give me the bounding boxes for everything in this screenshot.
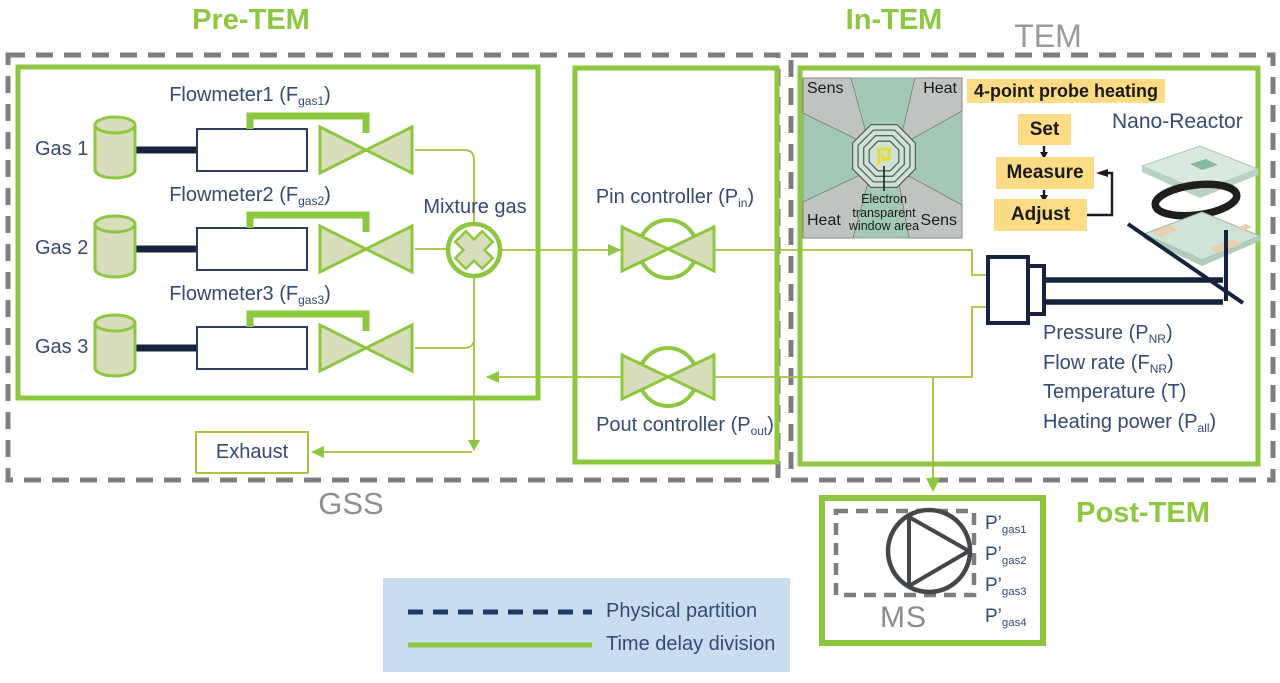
- tem-holder-icon: [986, 222, 1245, 325]
- legend-physical-partition: Physical partition: [606, 600, 758, 622]
- pre-tem-title: Pre-TEM: [192, 4, 310, 36]
- chip-sens-top-left: Sens: [807, 80, 844, 97]
- legend-panel: [383, 578, 790, 672]
- in-tem-title: In-TEM: [845, 4, 943, 36]
- tem-title: TEM: [1014, 18, 1082, 54]
- flowmeter3-label: Flowmeter3 (Fgas3): [169, 283, 331, 308]
- ms-output-gas1: P’gas1: [985, 513, 1027, 536]
- controller-box: [572, 65, 780, 465]
- gas2-label: Gas 2: [35, 237, 89, 259]
- probe-flow-arrowheads: [1040, 152, 1108, 202]
- mixture-valve-icon: [445, 221, 503, 279]
- window-area-label: Electron transparent window area: [848, 192, 920, 233]
- exhaust-label: Exhaust: [215, 441, 289, 463]
- flowmeter2-bracket: [246, 211, 370, 232]
- ms-output-gas4: P’gas4: [985, 606, 1027, 629]
- pout-valve-icon: [620, 346, 716, 408]
- chip-sens-bottom-right: Sens: [920, 212, 957, 229]
- pre-tem-box: [15, 64, 541, 401]
- flowmeter1-bracket: [246, 112, 370, 133]
- flowmeter3-box: [196, 326, 308, 370]
- gas1-label: Gas 1: [35, 138, 89, 160]
- temperature-label: Temperature (T): [1043, 381, 1187, 403]
- post-tem-title: Post-TEM: [1076, 497, 1210, 529]
- step-measure: Measure: [996, 157, 1094, 189]
- gas1-cylinder-icon: [93, 123, 137, 180]
- heating-power-label: Heating power (Pall): [1043, 411, 1217, 436]
- nano-reactor-label: Nano-Reactor: [1112, 110, 1243, 133]
- pin-valve-icon: [620, 218, 716, 280]
- chip-heat-top-right: Heat: [923, 80, 957, 97]
- flowmeter2-box: [196, 227, 308, 271]
- mixture-gas-label: Mixture gas: [423, 196, 527, 218]
- step-set: Set: [1018, 114, 1071, 145]
- flow-arrows: [311, 244, 940, 492]
- ms-dashed-box: [833, 508, 977, 598]
- flowmeter2-label: Flowmeter2 (Fgas2): [169, 184, 331, 209]
- flowmeter3-bracket: [246, 310, 370, 331]
- legend-time-delay: Time delay division: [606, 633, 776, 655]
- gas2-cylinder-icon: [93, 222, 137, 279]
- pin-controller-label: Pin controller (Pin): [595, 186, 755, 211]
- gas3-label: Gas 3: [35, 336, 89, 358]
- in-tem-box: [797, 65, 1261, 467]
- gas-row-2: [93, 211, 414, 279]
- flowmeter1-label: Flowmeter1 (Fgas1): [169, 84, 331, 109]
- exhaust-box: [195, 431, 309, 474]
- gas-row-1: [93, 112, 414, 180]
- step-adjust: Adjust: [994, 199, 1087, 231]
- tem-partition-box: [788, 52, 1276, 483]
- flow-rate-label: Flow rate (FNR): [1043, 352, 1174, 377]
- gas-lines: [318, 149, 988, 486]
- pressure-label: Pressure (PNR): [1043, 322, 1173, 347]
- gss-title: GSS: [318, 486, 384, 521]
- ms-label: MS: [880, 601, 927, 634]
- post-tem-box: [819, 495, 1046, 646]
- valve2-icon: [318, 223, 370, 275]
- chip-heat-bottom-left: Heat: [807, 212, 841, 229]
- valve1-icon: [318, 124, 370, 176]
- spiral-heater-icon: [851, 123, 917, 189]
- probe-heating-heading: 4-point probe heating: [967, 79, 1165, 103]
- gas-row-3: [93, 310, 414, 378]
- ms-output-gas3: P’gas3: [985, 575, 1027, 598]
- pump-icon: [885, 507, 973, 595]
- flowmeter1-box: [196, 128, 308, 172]
- ms-output-gas2: P’gas2: [985, 544, 1027, 567]
- valve3-icon: [318, 322, 370, 374]
- heater-chip-image: [802, 77, 963, 239]
- gas3-cylinder-icon: [93, 321, 137, 378]
- pout-controller-label: Pout controller (Pout): [596, 414, 774, 439]
